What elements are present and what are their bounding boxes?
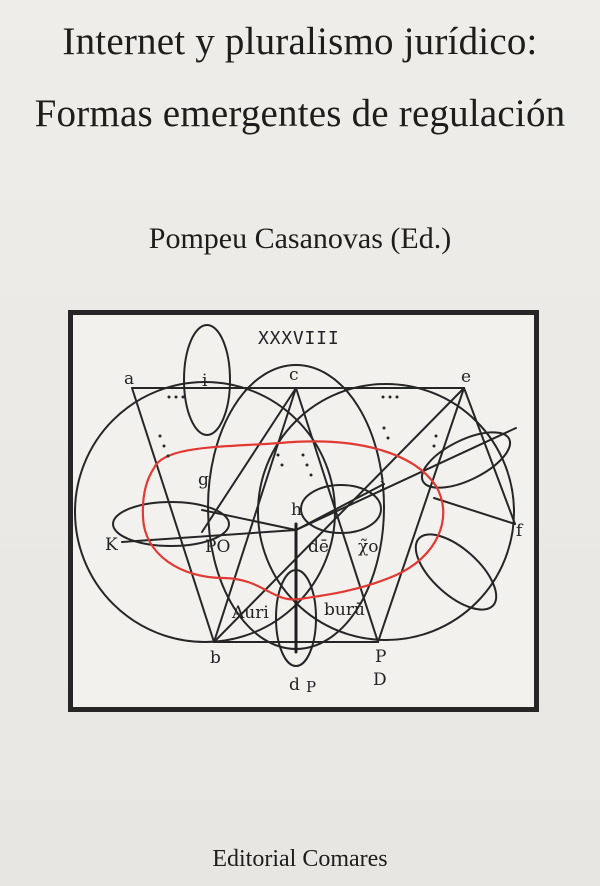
point-label-i-top: i: [202, 371, 208, 391]
roman-numeral-label: XXXVIII: [258, 328, 339, 349]
lower-right-lens-shape: [414, 533, 498, 611]
line-k-to-h: [121, 529, 297, 543]
syllable-po: PO: [205, 537, 230, 557]
line-c-to-g: [201, 387, 297, 533]
line-c-to-p: [295, 387, 379, 643]
point-label-h: h: [291, 500, 302, 520]
editor-name: Pompeu Casanovas (Ed.): [148, 222, 452, 255]
point-label-p: P: [375, 647, 386, 667]
red-curve-shape: [141, 440, 445, 601]
top-left-lens-shape: [183, 324, 231, 436]
syllable-de: dē: [308, 537, 329, 557]
decorative-dot-marks: [158, 395, 438, 477]
point-label-i-right: i: [380, 475, 386, 495]
line-to-f: [433, 497, 516, 525]
book-title-line-2: Formas emergentes de regulación: [34, 92, 566, 135]
point-label-f: f: [516, 521, 524, 541]
point-label-d-cursive: P: [306, 678, 316, 696]
publisher-name: Editorial Comares: [212, 846, 388, 872]
point-label-a: a: [124, 369, 134, 389]
line-g-to-h: [201, 509, 297, 531]
syllable-xo: χ̃o: [358, 537, 379, 557]
right-circle-shape: [257, 383, 515, 641]
point-label-k: K: [105, 535, 118, 555]
point-label-c: c: [289, 365, 299, 385]
book-title-line-1: Internet y pluralismo jurídico:: [62, 20, 538, 63]
line-e-to-p: [377, 387, 465, 643]
illustration-frame: [68, 310, 539, 712]
bottom-center-lens-shape: [275, 569, 317, 667]
long-diagonal-line: [213, 387, 465, 643]
geometric-diagram-illustration: XXXVIII a c e i g h i K f b P d P D PO d…: [68, 310, 539, 712]
line-h-to-upper-right: [295, 427, 517, 531]
line-a-to-b: [131, 387, 215, 643]
line-c-to-b: [213, 387, 297, 643]
point-label-b: b: [210, 648, 221, 668]
syllable-auri: Auri: [231, 603, 269, 623]
central-small-circle-shape: [300, 484, 382, 534]
point-label-d-capital: D: [373, 670, 387, 690]
geometric-diagram-svg: XXXVIII a c e i g h i K f b P d P D PO d…: [68, 310, 539, 712]
point-label-d: d: [289, 675, 300, 695]
point-label-e: e: [461, 367, 471, 387]
point-label-g: g: [198, 470, 209, 490]
left-lens-shape: [112, 501, 230, 547]
line-e-to-f: [463, 387, 516, 525]
syllable-buru: burū: [324, 600, 365, 620]
upper-right-lens-shape: [420, 431, 512, 489]
